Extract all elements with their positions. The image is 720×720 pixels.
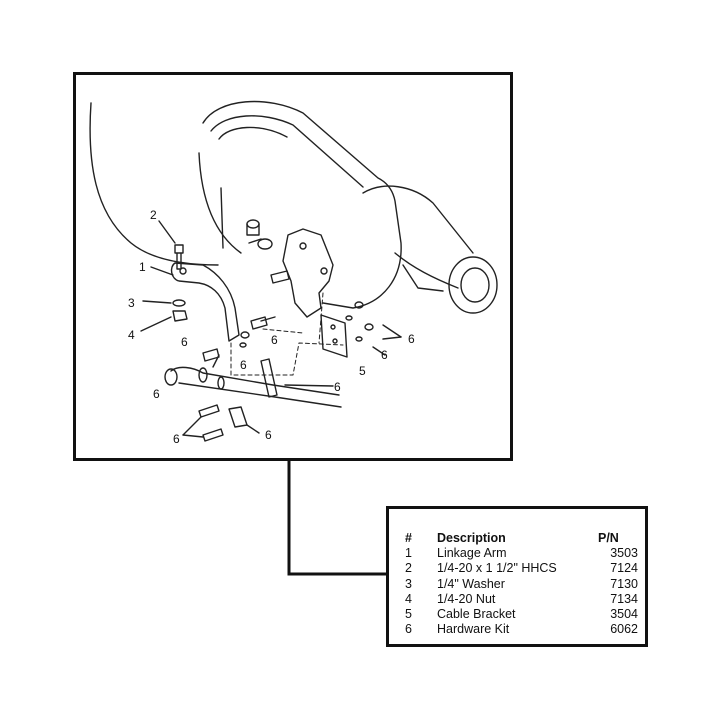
table-row: 2 1/4-20 x 1 1/2" HHCS 7124: [405, 561, 638, 576]
callout-4: 4: [128, 328, 135, 342]
row-number: 5: [405, 607, 412, 622]
callout-6h: 6: [265, 428, 272, 442]
row-number: 6: [405, 622, 412, 637]
linkage-arm: [170, 262, 240, 342]
clamp-bracket: [228, 406, 248, 428]
tail-housing: [362, 185, 474, 254]
row-description: Cable Bracket: [437, 607, 516, 622]
callout-6c: 6: [271, 333, 278, 347]
callout-3: 3: [128, 296, 135, 310]
callout-1: 1: [139, 260, 146, 274]
output-flange: [448, 256, 498, 314]
diagram-drawing: 1 2 3 4 5 6 6 6 6 6 6 6 6 6: [89, 100, 498, 446]
header-number: #: [405, 531, 412, 545]
callout-6i: 6: [173, 432, 180, 446]
transmission-body: [202, 100, 402, 309]
engine-outline: [89, 102, 219, 266]
row-description: 1/4-20 x 1 1/2" HHCS: [437, 561, 557, 576]
callout-5: 5: [359, 364, 366, 378]
row-part-number: 7130: [610, 576, 638, 591]
table-row: 6 Hardware Kit 6062: [405, 622, 638, 637]
stud-6: [202, 348, 220, 362]
bolt-6b: [250, 316, 268, 330]
callout-6f: 6: [153, 387, 160, 401]
row-part-number: 3503: [610, 546, 638, 561]
row-number: 3: [405, 576, 412, 591]
row-part-number: 6062: [610, 622, 638, 637]
row-number: 4: [405, 591, 412, 606]
header-description: Description: [437, 531, 506, 545]
header-part-number: P/N: [598, 531, 619, 545]
row-description: Linkage Arm: [437, 546, 507, 561]
table-row: 4 1/4-20 Nut 7134: [405, 592, 638, 607]
exploded-diagram: 1 2 3 4 5 6 6 6 6 6 6 6 6 6: [73, 72, 513, 461]
cable-clamp: [260, 358, 278, 398]
callout-6a: 6: [408, 332, 415, 346]
table-row: 5 Cable Bracket 3504: [405, 607, 638, 622]
callout-6b: 6: [381, 348, 388, 362]
bolt-2: [174, 244, 184, 270]
shift-cable: [170, 366, 342, 408]
row-description: 1/4-20 Nut: [437, 591, 496, 606]
nut-4: [172, 310, 188, 322]
cable-bracket: [320, 314, 348, 358]
row-number: 1: [405, 546, 412, 561]
bolt-6a: [270, 270, 290, 284]
table-header-row: # Description P/N: [405, 531, 638, 546]
callout-2: 2: [150, 208, 157, 222]
table-row: 3 1/4" Washer 7130: [405, 577, 638, 592]
table-row: 1 Linkage Arm 3503: [405, 546, 638, 561]
row-description: 1/4" Washer: [437, 576, 505, 591]
parts-table: # Description P/N 1 Linkage Arm 3503 2 1…: [405, 531, 638, 637]
row-description: Hardware Kit: [437, 622, 510, 637]
callout-6d: 6: [240, 358, 247, 372]
row-part-number: 7124: [610, 561, 638, 576]
parts-list: # Description P/N 1 Linkage Arm 3503 2 1…: [386, 506, 648, 647]
row-part-number: 3504: [610, 607, 638, 622]
callout-6g: 6: [334, 380, 341, 394]
shift-plate: [282, 228, 334, 318]
row-part-number: 7134: [610, 591, 638, 606]
callout-labels: 1 2 3 4 5 6 6 6 6 6 6 6 6 6: [128, 208, 415, 446]
callout-6e: 6: [181, 335, 188, 349]
washer-3: [172, 299, 186, 307]
row-number: 2: [405, 561, 412, 576]
